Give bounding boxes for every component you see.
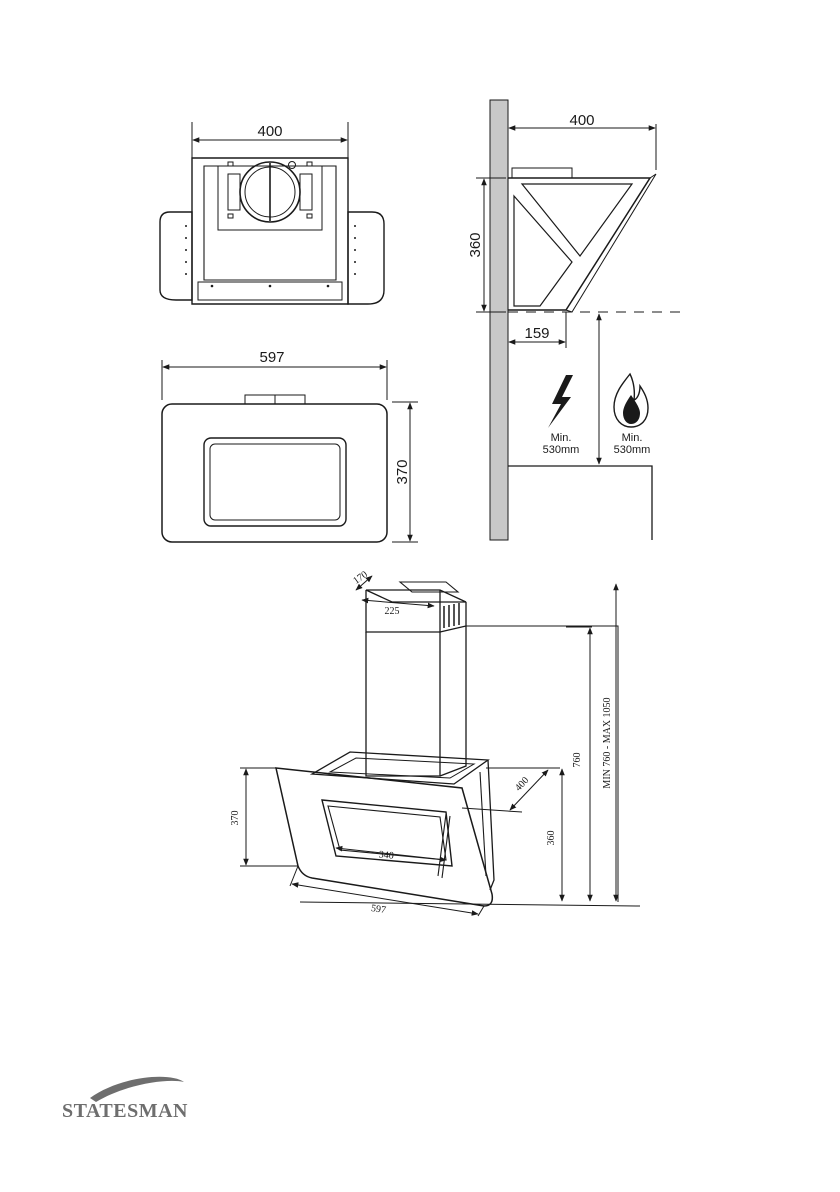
hood-height-dimension: 360: [546, 769, 562, 901]
brand-swoosh-icon: [90, 1077, 184, 1102]
brand-name: STATESMAN: [62, 1100, 188, 1122]
front-glass-panel: [162, 404, 387, 542]
front-view-width-dimension: 597: [162, 349, 387, 400]
total-height-range-label: MIN 760 - MAX 1050: [602, 697, 613, 788]
overall-width-label: 597: [370, 903, 387, 916]
inner-width-dimension: 340: [336, 848, 446, 862]
chimney-width-label: 225: [385, 606, 400, 617]
side-view-drawing: 400 360 159 Min. 530mm: [467, 100, 680, 540]
install-height-label: 760: [572, 753, 583, 768]
gas-min-label: Min.: [622, 432, 643, 444]
worktop: [508, 466, 652, 540]
lightning-bolt-icon: [548, 375, 573, 428]
front-control-window: [204, 438, 346, 526]
glass-height-dimension: 370: [230, 768, 298, 866]
electric-hob-clearance: Min. 530mm: [543, 375, 580, 456]
side-view-offset-label: 159: [524, 325, 549, 342]
top-view-width-label: 400: [257, 123, 282, 140]
total-height-dimension: MIN 760 - MAX 1050: [602, 584, 616, 901]
flame-icon: [614, 374, 648, 427]
install-height-dimension: 760: [566, 627, 592, 901]
hood-depth-dimension: 400: [462, 768, 560, 812]
front-view-height-dimension: 370: [392, 402, 418, 542]
perspective-view-drawing: 170 225 370 340 597: [230, 569, 640, 916]
top-view-width-dimension: 400: [192, 122, 348, 158]
side-view-depth-label: 400: [569, 112, 594, 129]
top-view-drawing: 400: [160, 122, 384, 304]
gas-hob-clearance: Min. 530mm: [614, 374, 651, 456]
chimney-depth-dimension: 170: [351, 569, 372, 590]
hood-side-profile: [508, 178, 650, 310]
chimney-depth-label: 170: [351, 569, 370, 587]
front-view-width-label: 597: [259, 349, 284, 366]
chimney: [366, 582, 466, 776]
gas-distance-label: 530mm: [614, 444, 651, 456]
side-view-offset-dimension: 159: [509, 312, 566, 348]
inner-width-label: 340: [378, 849, 394, 862]
electric-distance-label: 530mm: [543, 444, 580, 456]
side-view-depth-dimension: 400: [509, 112, 656, 170]
glass-height-label: 370: [230, 811, 241, 826]
front-view-drawing: 597 370: [162, 349, 418, 542]
side-view-height-label: 360: [467, 232, 484, 257]
hood-height-label: 360: [546, 831, 557, 846]
electric-min-label: Min.: [551, 432, 572, 444]
wall: [490, 100, 508, 540]
front-view-height-label: 370: [394, 459, 411, 484]
brand-logo: STATESMAN: [62, 1077, 188, 1122]
overall-width-dimension: 597: [290, 866, 484, 916]
perspective-glass-panel: [276, 768, 492, 906]
